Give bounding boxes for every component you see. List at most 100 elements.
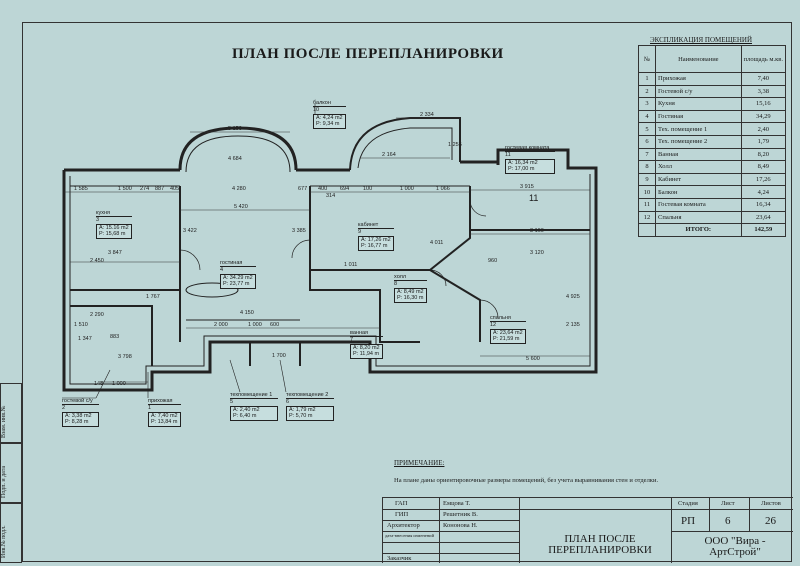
dim-label: 4 925 [566, 294, 580, 300]
room-number: 7 [350, 337, 354, 344]
dim-label: 2 450 [90, 258, 104, 264]
explication-header: площадь м.кв. [740, 45, 787, 73]
dim-label: 2 135 [566, 322, 580, 328]
room-area: А: 17,26 m2 [361, 236, 391, 243]
room-perimeter: Р: 17,00 m [508, 166, 535, 173]
room-perimeter: Р: 16,77 m [361, 243, 388, 250]
room-number: 11 [505, 152, 511, 159]
room-number: 10 [313, 107, 320, 114]
stamp-gap-label: ГАП [395, 500, 408, 507]
dim-label: 5 600 [526, 356, 540, 362]
dim-label: 405 [170, 186, 179, 192]
room-perimeter: Р: 23,77 m [223, 281, 250, 288]
dim-label: 2 000 [214, 322, 228, 328]
stamp-sheet: 6 [725, 515, 731, 527]
explication-name: Гостевой с/у [655, 84, 742, 99]
room-area: А: 7,40 m2 [151, 412, 178, 419]
room-name: гостевой с/у [62, 398, 99, 406]
explication-title: ЭКСПЛИКАЦИЯ ПОМЕЩЕНИЙ [650, 36, 753, 44]
room-area: А: 8,49 m2 [397, 288, 424, 295]
explication-num: 1 [638, 72, 656, 86]
dim-label: 400 [318, 186, 327, 192]
explication-area: 16,34 [740, 197, 787, 212]
room-perimeter: Р: 21,59 m [493, 336, 520, 343]
explication-area: 17,26 [740, 172, 787, 187]
room-name: холл [394, 274, 427, 282]
dim-label: 1 000 [112, 381, 126, 387]
side-label-box: Подп. и дата [0, 443, 22, 503]
room-name: кабинет [358, 222, 394, 230]
room-perimeter: Р: 9,34 m [316, 121, 340, 128]
room-perimeter: Р: 6,40 m [233, 413, 257, 420]
stamp-gip-name: Решетник В. [443, 511, 478, 518]
explication-header: Наименование [655, 45, 742, 73]
room-number: 3 [96, 217, 100, 224]
explication-num: 9 [638, 172, 656, 187]
dim-label: 883 [110, 334, 119, 340]
room-name: гостиная [220, 260, 256, 268]
explication-header: № [638, 45, 656, 73]
dim-label: 2 290 [90, 312, 104, 318]
explication-num: 8 [638, 160, 656, 174]
explication-area: 8,49 [740, 160, 787, 174]
room-perimeter: Р: 11,94 m [353, 351, 380, 358]
dim-label: 887 [155, 186, 164, 192]
explication-name: Балкон [655, 185, 742, 199]
explication-area: 3,38 [740, 84, 787, 99]
room-area: А: 34.29 m2 [223, 274, 253, 281]
room-number: 4 [220, 267, 224, 274]
room-perimeter: Р: 8,28 m [65, 419, 89, 426]
explication-name: Кухня [655, 97, 742, 111]
explication-name: Ванная [655, 147, 742, 162]
note-title: ПРИМЕЧАНИЕ: [394, 459, 445, 467]
explication-num: 3 [638, 97, 656, 111]
dim-label: 1 500 [118, 186, 132, 192]
dim-label: 677 [298, 186, 307, 192]
explication-area: 7,40 [740, 72, 787, 86]
room-area: А: 4,24 m2 [316, 114, 343, 121]
explication-area: 23,64 [740, 210, 787, 225]
stamp-architect-name: Кононова Н. [443, 522, 478, 529]
dim-label: 2 334 [420, 112, 434, 118]
dim-label: 1 255 [448, 142, 462, 148]
room-number: 9 [358, 229, 362, 236]
stamp-client-label: Заказчик [387, 555, 412, 562]
stamp-architect-label: Архитектор [387, 522, 420, 529]
explication-num: 11 [638, 197, 656, 212]
stamp-gap-name: Емцова Т. [443, 500, 471, 507]
drawing-frame [22, 22, 792, 562]
room-name: ванная [350, 330, 383, 338]
dim-label: 3 422 [183, 228, 197, 234]
explication-num: 5 [638, 122, 656, 136]
explication-area: 1,79 [740, 134, 787, 149]
stamp-inspect-label: дата-внесения изменений [385, 533, 434, 538]
room-number: 5 [230, 399, 234, 406]
dim-label: 1 011 [344, 262, 357, 268]
explication-name: Холл [655, 160, 742, 174]
room-name: кухня [96, 210, 132, 218]
dim-label: 1 066 [436, 186, 450, 192]
explication-name: Гостевая комната [655, 197, 742, 212]
room-name: балкон [313, 100, 346, 108]
stamp-sheet-header: Лист [721, 500, 735, 507]
dim-label: 1 000 [400, 186, 414, 192]
dim-label: 694 [340, 186, 349, 192]
explication-num: 2 [638, 84, 656, 99]
room-name: прихожая [148, 398, 181, 406]
dim-label: 1 510 [74, 322, 88, 328]
dim-label: 960 [488, 258, 497, 264]
dim-label: 274 [140, 186, 149, 192]
